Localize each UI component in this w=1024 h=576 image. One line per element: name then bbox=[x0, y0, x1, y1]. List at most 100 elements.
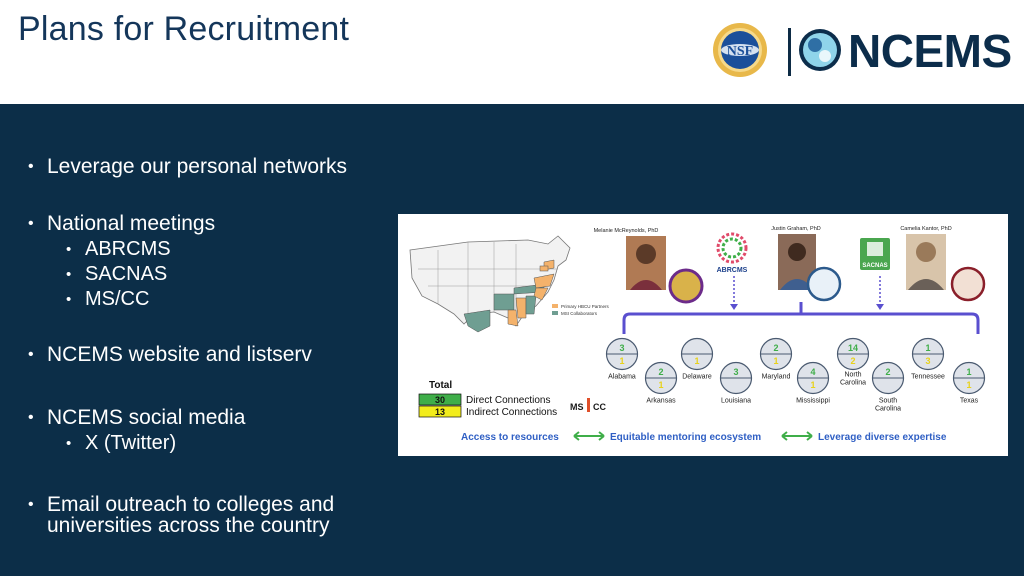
bullet-item: •Leverage our personal networks bbox=[28, 155, 348, 178]
bullet-item: •NCEMS social media bbox=[28, 406, 246, 429]
abrcms-label: ABRCMS bbox=[717, 267, 748, 274]
slide-header: Plans for Recruitment NSF NCEMS bbox=[0, 0, 1024, 104]
bullet-text: Leverage our personal networks bbox=[47, 155, 348, 178]
bullet-item: •Email outreach to colleges and universi… bbox=[28, 494, 398, 536]
map-legend-msi: MSI Collaborators bbox=[561, 311, 598, 316]
state-indirect-count: 1 bbox=[658, 380, 663, 390]
map-legend: Primary HBCU Partners MSI Collaborators bbox=[552, 304, 610, 316]
bottom-themes: Access to resources Equitable mentoring … bbox=[461, 431, 947, 443]
state-direct-count: 14 bbox=[848, 343, 858, 353]
person-name: Justin Graham, PhD bbox=[771, 226, 821, 232]
state-direct-count: 4 bbox=[810, 367, 815, 377]
state-label: Delaware bbox=[682, 374, 712, 381]
sub-bullet-item: •MS/CC bbox=[66, 288, 150, 310]
person-graham: Justin Graham, PhD bbox=[771, 226, 842, 302]
direct-total-value: 30 bbox=[435, 395, 445, 405]
state-direct-count: 2 bbox=[885, 367, 890, 377]
state-label: Alabama bbox=[608, 374, 636, 381]
state-indirect-count: 1 bbox=[773, 356, 778, 366]
person-name: Melanie McReynolds, PhD bbox=[594, 228, 659, 234]
person-name: Camelia Kantor, PhD bbox=[900, 226, 951, 232]
bullet-text: Email outreach to colleges and universit… bbox=[47, 493, 335, 537]
sub-bullet-text: MS/CC bbox=[85, 288, 150, 310]
us-map bbox=[409, 235, 571, 333]
state-direct-count: 2 bbox=[658, 367, 663, 377]
university-seal-icon bbox=[668, 268, 704, 304]
state-indirect-count: 2 bbox=[850, 356, 855, 366]
state-direct-count: 2 bbox=[773, 343, 778, 353]
abrcms-logo: ABRCMS bbox=[716, 232, 748, 274]
state-direct-count: 1 bbox=[966, 367, 971, 377]
state-label: Arkansas bbox=[646, 398, 676, 405]
double-arrow-icon bbox=[781, 431, 813, 441]
indirect-total-label: Indirect Connections bbox=[466, 407, 557, 418]
person-mcreynolds: Melanie McReynolds, PhD bbox=[594, 228, 704, 304]
sacnas-logo: SACNAS bbox=[860, 238, 890, 270]
mscc-logo: MS CC bbox=[570, 398, 606, 412]
state-indirect-count: 3 bbox=[925, 356, 930, 366]
recruitment-network-figure: Primary HBCU Partners MSI Collaborators … bbox=[398, 214, 1008, 456]
theme-equitable: Equitable mentoring ecosystem bbox=[610, 432, 761, 443]
bullet-list: •Leverage our personal networks •Nationa… bbox=[28, 155, 398, 537]
bullet-item: •National meetings bbox=[28, 212, 216, 235]
totals-box: Total 30 Direct Connections 13 Indirect … bbox=[418, 380, 557, 418]
state-direct-count: 1 bbox=[925, 343, 930, 353]
state-label: Maryland bbox=[762, 374, 791, 381]
double-arrow-icon bbox=[573, 431, 605, 441]
network-diagram: Primary HBCU Partners MSI Collaborators … bbox=[409, 226, 986, 443]
state-direct-count: 3 bbox=[619, 343, 624, 353]
university-seal-icon bbox=[950, 266, 986, 302]
mscc-ms: MS bbox=[570, 402, 584, 412]
state-indirect-count: 1 bbox=[619, 356, 624, 366]
nsf-logo: NSF bbox=[713, 23, 767, 77]
theme-access: Access to resources bbox=[461, 432, 559, 443]
state-indirect-count: 1 bbox=[810, 380, 815, 390]
sub-bullet-item: •ABRCMS bbox=[66, 238, 171, 260]
sub-bullet-text: ABRCMS bbox=[85, 238, 171, 260]
nsf-logo-text: NSF bbox=[727, 44, 753, 59]
state-label: Louisiana bbox=[721, 398, 751, 405]
indirect-total-value: 13 bbox=[435, 407, 445, 417]
slide-body: •Leverage our personal networks •Nationa… bbox=[0, 104, 1024, 576]
state-label: Mississippi bbox=[796, 398, 830, 405]
person-kantor: Camelia Kantor, PhD bbox=[900, 226, 986, 302]
sub-bullet-item: •SACNAS bbox=[66, 263, 168, 285]
network-brace bbox=[622, 302, 980, 334]
sub-bullet-text: SACNAS bbox=[85, 263, 168, 285]
theme-expertise: Leverage diverse expertise bbox=[818, 432, 947, 443]
bullet-text: NCEMS social media bbox=[47, 406, 246, 429]
mscc-cc: CC bbox=[593, 402, 606, 412]
logo-divider bbox=[788, 28, 791, 76]
logo-group: NSF NCEMS bbox=[712, 22, 1012, 82]
map-legend-hbcu: Primary HBCU Partners bbox=[561, 304, 610, 309]
bullet-text: NCEMS website and listserv bbox=[47, 343, 312, 366]
university-seal-icon bbox=[806, 266, 842, 302]
direct-total-label: Direct Connections bbox=[466, 395, 550, 406]
state-direct-count: 3 bbox=[733, 367, 738, 377]
state-indirect-count: 1 bbox=[694, 356, 699, 366]
sub-bullet-item: •X (Twitter) bbox=[66, 432, 177, 454]
state-label: Tennessee bbox=[911, 374, 945, 381]
state-indirect-count: 1 bbox=[966, 380, 971, 390]
total-label: Total bbox=[429, 380, 452, 391]
bullet-text: National meetings bbox=[47, 212, 216, 235]
ncems-globe-icon bbox=[799, 29, 841, 71]
slide-title: Plans for Recruitment bbox=[18, 10, 350, 48]
sacnas-label: SACNAS bbox=[862, 263, 887, 269]
state-label: Texas bbox=[960, 398, 979, 405]
ncems-wordmark: NCEMS bbox=[848, 25, 1012, 77]
sub-bullet-text: X (Twitter) bbox=[85, 432, 177, 454]
